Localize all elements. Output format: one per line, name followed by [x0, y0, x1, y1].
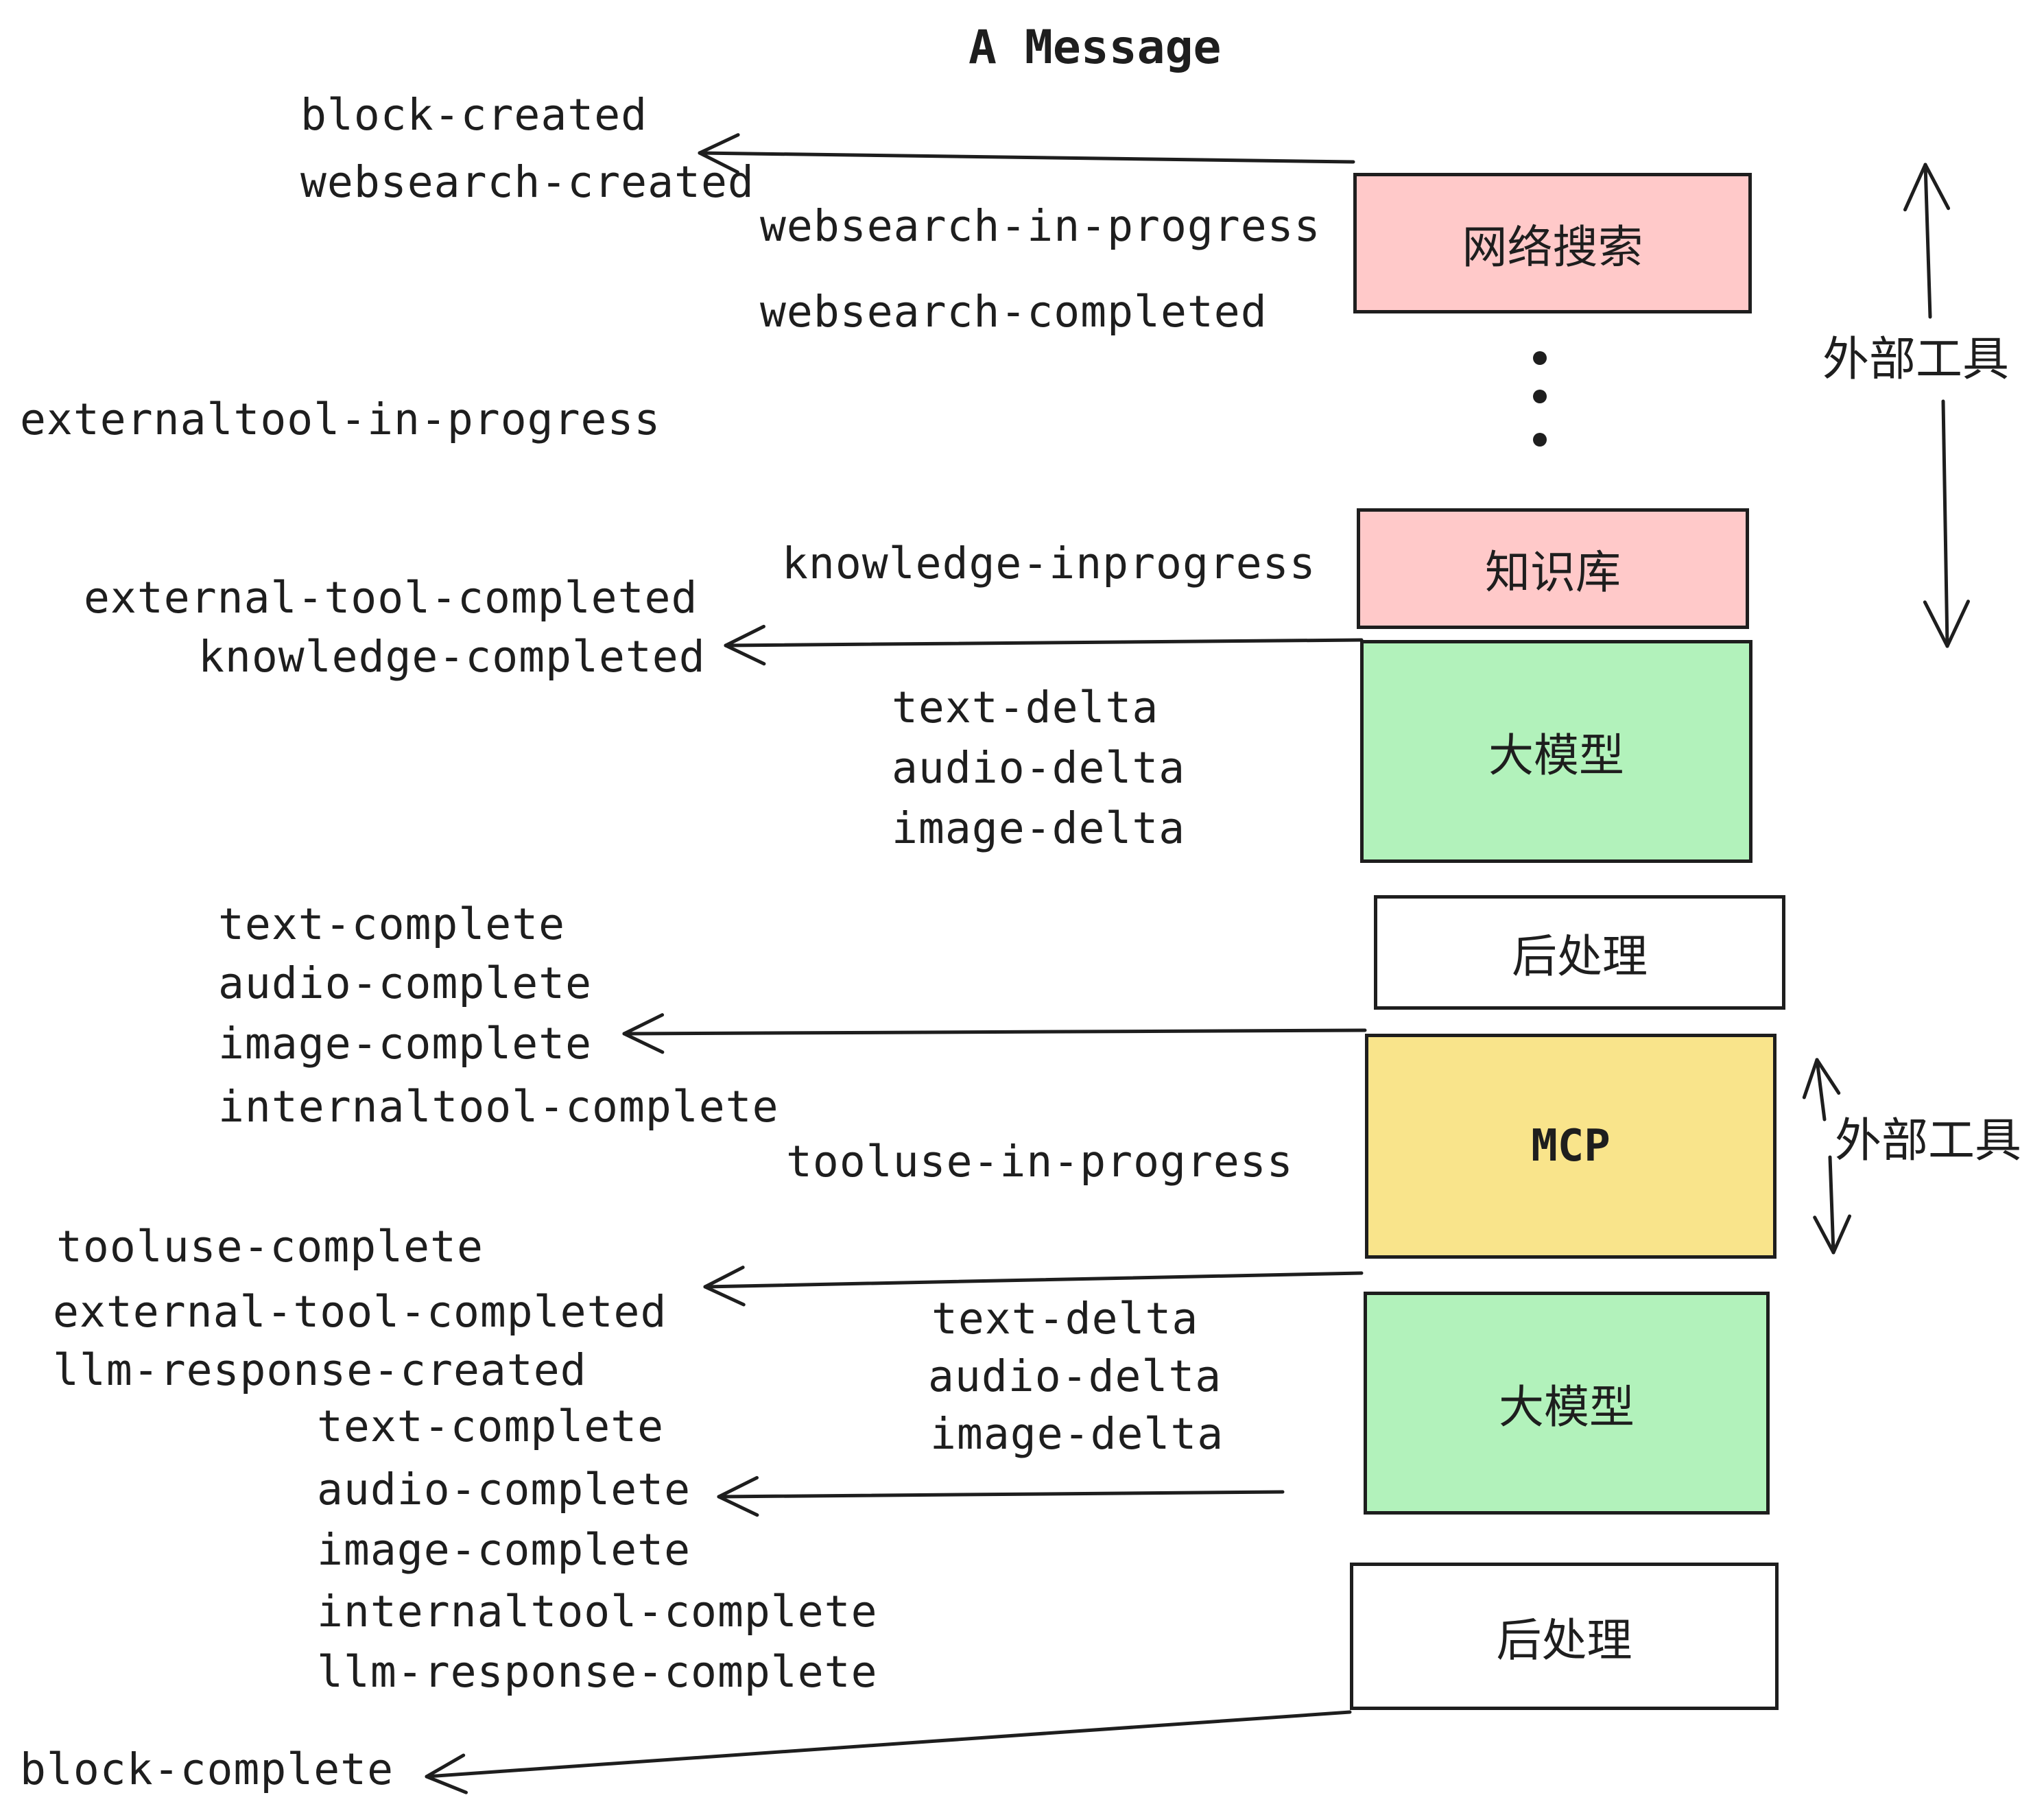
event-label-audio-complete: audio-complete [218, 958, 593, 1008]
event-label-tooluse-in-progress: tooluse-in-progress [786, 1137, 1294, 1187]
box-websearch-label: 网络搜索 [1462, 221, 1643, 272]
event-label-websearch-completed: websearch-completed [760, 287, 1268, 337]
box-llm-1: 大模型 [1360, 640, 1752, 863]
event-label-external-tool-completed: external-tool-completed [84, 573, 698, 623]
event-label-knowledge-inprogress: knowledge-inprogress [782, 538, 1316, 589]
event-label-audio-delta: audio-delta [928, 1351, 1222, 1401]
event-label-tooluse-complete: tooluse-complete [56, 1222, 484, 1272]
event-label-block-complete: block-complete [20, 1744, 394, 1794]
event-label-audio-delta: audio-delta [892, 743, 1186, 793]
box-knowledge: 知识库 [1357, 508, 1749, 629]
side-label-external-tools-2: 外部工具 [1835, 1115, 2022, 1167]
box-mcp-label: MCP [1531, 1121, 1611, 1172]
box-llm-2: 大模型 [1364, 1292, 1770, 1515]
arrow-external-tools-up-1 [1903, 163, 1951, 319]
arrow-external-tools-down-1 [1923, 399, 1970, 648]
box-knowledge-label: 知识库 [1485, 547, 1621, 597]
box-llm-1-label: 大模型 [1488, 729, 1624, 781]
event-label-websearch-created: websearch-created [300, 157, 754, 207]
arrow-external-tools-up-2 [1802, 1058, 1841, 1121]
event-label-image-delta: image-delta [892, 803, 1186, 853]
box-llm-2-label: 大模型 [1499, 1381, 1635, 1432]
event-label-text-delta: text-delta [892, 683, 1159, 733]
event-label-externaltool-in-progress: externaltool-in-progress [20, 394, 661, 444]
arrow-audio-complete-2 [717, 1475, 1285, 1517]
ellipsis-dots [1533, 351, 1547, 447]
event-label-knowledge-completed: knowledge-completed [198, 632, 706, 682]
arrow-block-complete [425, 1710, 1352, 1794]
side-label-external-tools-1: 外部工具 [1822, 333, 2010, 385]
diagram-title: A Message [968, 21, 1222, 75]
event-label-internaltool-complete: internaltool-complete [317, 1587, 878, 1637]
arrow-external-tools-down-2 [1813, 1155, 1852, 1255]
arrow-block-created [698, 133, 1355, 174]
event-label-block-created: block-created [300, 90, 648, 140]
arrow-tooluse-complete [703, 1266, 1364, 1307]
event-label-internaltool-complete: internaltool-complete [218, 1082, 779, 1132]
event-label-websearch-in-progress: websearch-in-progress [760, 201, 1321, 251]
event-label-llm-response-complete: llm-response-complete [317, 1647, 878, 1697]
box-postprocess-2: 后处理 [1350, 1563, 1779, 1710]
box-mcp: MCP [1365, 1034, 1776, 1259]
event-label-text-complete: text-complete [317, 1401, 665, 1451]
arrow-knowledge-completed [724, 624, 1364, 666]
box-websearch: 网络搜索 [1353, 173, 1752, 313]
event-label-audio-complete: audio-complete [317, 1464, 691, 1515]
box-postprocess-1: 后处理 [1374, 895, 1785, 1010]
event-label-image-complete: image-complete [317, 1525, 691, 1575]
event-label-text-complete: text-complete [218, 899, 566, 949]
arrow-image-complete-1 [622, 1013, 1367, 1054]
event-label-text-delta: text-delta [931, 1294, 1199, 1344]
box-postprocess-1-label: 后处理 [1512, 930, 1648, 982]
box-postprocess-2-label: 后处理 [1496, 1614, 1632, 1665]
event-label-llm-response-created: llm-response-created [53, 1345, 587, 1395]
event-label-image-complete: image-complete [218, 1019, 593, 1069]
event-label-image-delta: image-delta [930, 1409, 1224, 1459]
event-label-external-tool-completed: external-tool-completed [53, 1287, 667, 1337]
